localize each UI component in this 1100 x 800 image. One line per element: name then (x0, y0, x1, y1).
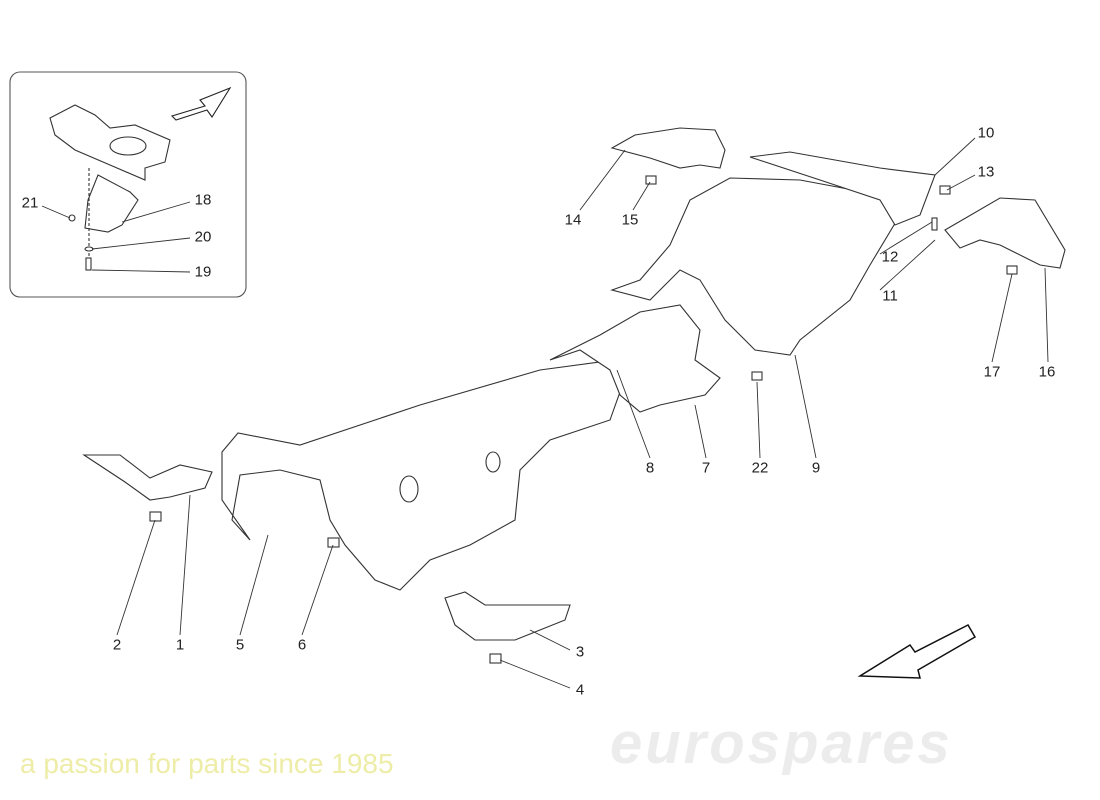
inset-direction-arrow-icon (170, 86, 232, 121)
callout-13: 13 (977, 163, 995, 181)
callout-14: 14 (564, 211, 582, 229)
clip-2 (149, 511, 162, 522)
callout-18: 18 (194, 191, 212, 209)
inset-heat-shield-18 (84, 174, 139, 233)
part-16-shield (944, 197, 1066, 269)
watermark-brand: eurospares (610, 711, 953, 776)
part-9-rear-shield (610, 177, 901, 356)
callout-12: 12 (881, 248, 899, 266)
clip-15 (645, 175, 657, 185)
clip-22 (751, 371, 763, 381)
part-14-shield (610, 127, 726, 169)
callout-17: 17 (983, 363, 1001, 381)
callout-7: 7 (701, 459, 711, 477)
leader-lines (41, 137, 1049, 689)
part-1-shield (82, 454, 213, 501)
clip-4 (489, 653, 502, 664)
clip-13 (939, 185, 951, 195)
direction-arrow-icon (857, 624, 977, 679)
callout-8: 8 (645, 459, 655, 477)
inset-washer-20 (84, 246, 94, 252)
callout-22: 22 (751, 459, 769, 477)
inset-bolt-19 (85, 257, 92, 271)
callout-9: 9 (811, 459, 821, 477)
callout-2: 2 (112, 636, 122, 654)
callout-20: 20 (194, 228, 212, 246)
part-5-tunnel-shield (221, 361, 626, 591)
callout-4: 4 (575, 681, 585, 699)
callout-3: 3 (575, 643, 585, 661)
part-7-shield (549, 304, 721, 413)
inset-crossmember (49, 104, 171, 181)
callout-15: 15 (621, 211, 639, 229)
watermark-tagline: a passion for parts since 1985 (20, 748, 394, 779)
callout-19: 19 (194, 263, 212, 281)
inset-frame (9, 71, 247, 298)
bolt-12 (931, 217, 938, 231)
callout-6: 6 (297, 636, 307, 654)
tunnel-hole (485, 451, 501, 473)
tunnel-hole (399, 475, 419, 503)
callout-11: 11 (882, 287, 898, 305)
part-3-shield (444, 591, 571, 641)
clip-6 (327, 537, 340, 548)
part-10-bracket (749, 151, 936, 226)
callout-21: 21 (21, 194, 39, 212)
callout-1: 1 (175, 636, 185, 654)
callout-10: 10 (977, 124, 995, 142)
clip-17 (1006, 265, 1018, 275)
callout-5: 5 (235, 636, 245, 654)
callout-16: 16 (1038, 363, 1056, 381)
inset-mount-ring (109, 136, 147, 156)
